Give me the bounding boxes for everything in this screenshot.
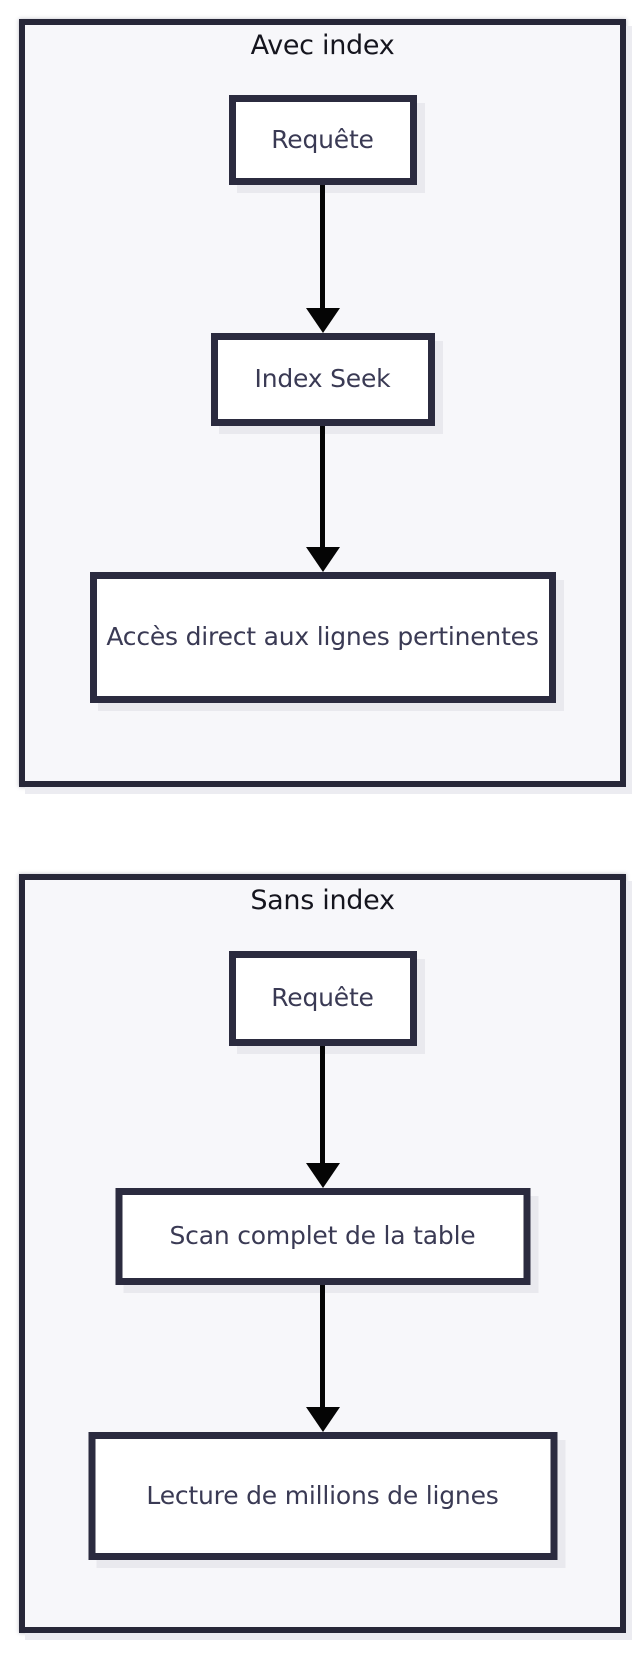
- node-label: Requête: [271, 124, 374, 154]
- node-label: Index Seek: [254, 364, 391, 394]
- flow-arrow: [305, 426, 340, 572]
- node-index-seek: Index Seek: [210, 333, 435, 426]
- arrow-shaft: [320, 426, 325, 547]
- node-scan-complet: Scan complet de la table: [115, 1188, 530, 1285]
- arrow-down-icon: [305, 1163, 340, 1188]
- panel-title: Sans index: [250, 885, 395, 916]
- panel-sans-index: Sans index Requête Scan complet de la ta…: [19, 874, 626, 1633]
- flow-arrow: [305, 1046, 340, 1188]
- node-requete: Requête: [228, 95, 417, 185]
- node-label: Scan complet de la table: [169, 1221, 476, 1251]
- panel-title: Avec index: [250, 30, 395, 61]
- node-requete: Requête: [228, 951, 417, 1046]
- panel-avec-index: Avec index Requête Index Seek Accès dire…: [19, 19, 626, 787]
- node-label: Lecture de millions de lignes: [146, 1480, 499, 1510]
- node-label: Requête: [271, 983, 374, 1013]
- node-lecture-millions: Lecture de millions de lignes: [88, 1432, 557, 1560]
- node-acces-direct: Accès direct aux lignes pertinentes: [89, 572, 556, 703]
- arrow-down-icon: [305, 547, 340, 572]
- arrow-shaft: [320, 1046, 325, 1163]
- flow-arrow: [305, 185, 340, 333]
- node-label: Accès direct aux lignes pertinentes: [106, 622, 539, 652]
- arrow-down-icon: [305, 1407, 340, 1432]
- arrow-shaft: [320, 185, 325, 308]
- flow-arrow: [305, 1285, 340, 1432]
- arrow-down-icon: [305, 308, 340, 333]
- arrow-shaft: [320, 1285, 325, 1407]
